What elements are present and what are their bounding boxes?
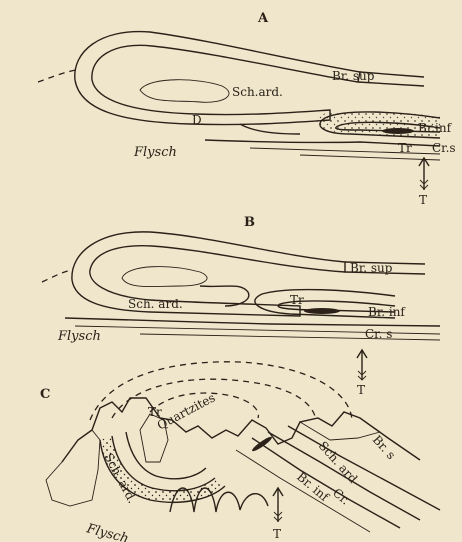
panel-b-label-flysch: Flysch	[57, 329, 101, 344]
panel-a-dash-left	[38, 70, 76, 82]
panel-a-label-br-sup: Br. sup	[332, 69, 375, 83]
panel-c: C Tr Quartzites Sch. ard. Sch. ard	[40, 362, 440, 542]
panel-a-letter: A	[257, 11, 269, 26]
panel-b-fold-band	[72, 232, 345, 316]
panel-a-label-d: D	[192, 113, 202, 127]
panel-c-label-br-s: Br. s	[370, 433, 398, 462]
panel-c-label-flysch: Flysch	[84, 521, 130, 542]
panel-a-label-cr: Cr.s	[432, 141, 456, 155]
panel-b-label-br-sup: Br. sup	[350, 261, 393, 275]
panel-c-band-3	[126, 432, 206, 479]
panel-a-thrust-3	[300, 155, 440, 160]
panel-a-label-flysch: Flysch	[133, 145, 177, 160]
panel-a-core	[140, 80, 229, 103]
panel-a-label-br-inf: Br.inf	[418, 121, 453, 135]
panel-c-left-relief	[46, 430, 100, 506]
panel-a-label-t: T	[419, 193, 427, 207]
panel-c-dip-3	[288, 426, 440, 510]
panel-c-label-t: T	[273, 527, 281, 541]
panel-b-label-tr: Tr	[290, 293, 304, 307]
panel-a-dark-lens	[382, 128, 414, 134]
panel-b-letter: B	[244, 215, 255, 230]
panel-c-dip-4	[236, 450, 370, 532]
panel-b-thrust-1	[65, 318, 440, 326]
panel-b-dark-lens	[304, 308, 340, 314]
panel-b-label-br-inf: Br. inf	[368, 305, 406, 319]
panel-c-label-sch-ard-right: Sch. ard	[316, 439, 361, 486]
panel-c-label-br-inf: Br. inf	[294, 470, 332, 505]
panel-b-label-cr: Cr. s	[365, 327, 392, 341]
panel-c-label-cr: Cr.	[330, 486, 352, 508]
panel-c-right-relief	[300, 412, 380, 440]
panel-b: B Br. sup Sch. ard. Tr Br. inf Cr. s Fly…	[42, 215, 440, 397]
panel-b-label-t: T	[357, 383, 365, 397]
panel-c-label-quartzites: Quartzites	[155, 390, 218, 432]
panel-b-thrust-3	[140, 334, 440, 340]
panel-a-label-sch-ard: Sch.ard.	[232, 85, 283, 99]
panel-a-d-line	[240, 124, 300, 134]
panel-b-dash-left	[42, 270, 72, 282]
panel-a-label-tr: Tr	[398, 141, 412, 155]
panel-a-fold-band	[75, 32, 360, 125]
panel-a: A Br. sup Sch.ard. D Br.inf Tr Cr.s Flys…	[38, 11, 456, 207]
panel-b-core	[122, 267, 207, 287]
panel-c-letter: C	[40, 387, 50, 402]
panel-b-label-sch-ard: Sch. ard.	[128, 297, 183, 311]
